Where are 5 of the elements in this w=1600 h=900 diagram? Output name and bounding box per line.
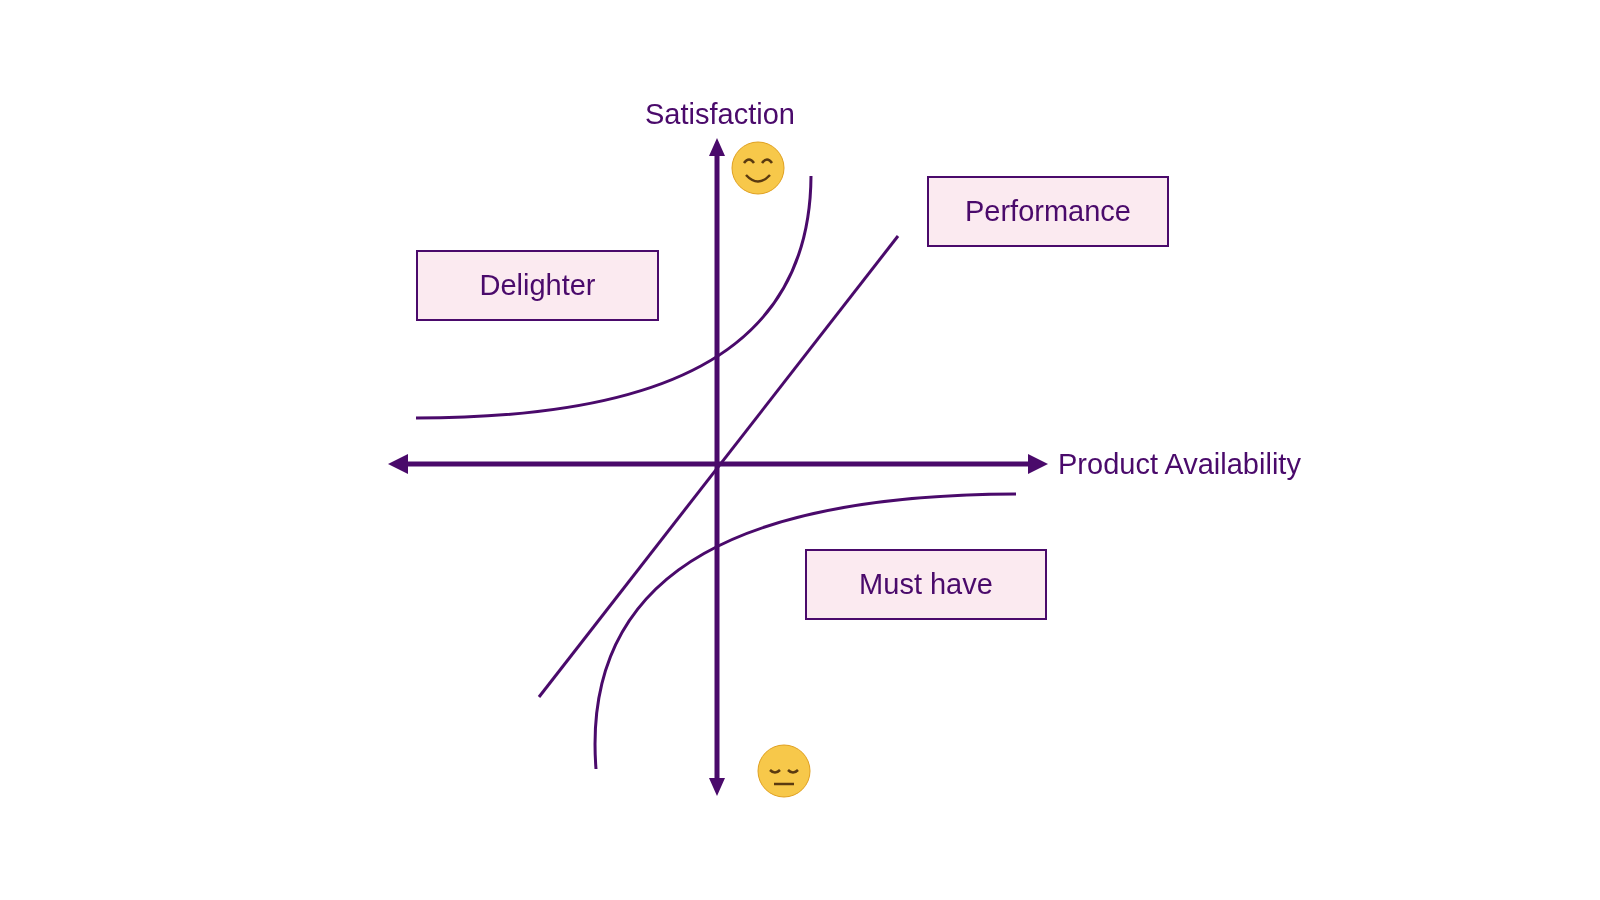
axis-label: Satisfaction	[645, 98, 795, 131]
category-box: Performance	[927, 176, 1169, 247]
axis-label: Product Availability	[1058, 448, 1301, 481]
category-box: Delighter	[416, 250, 659, 321]
category-box: Must have	[805, 549, 1047, 620]
